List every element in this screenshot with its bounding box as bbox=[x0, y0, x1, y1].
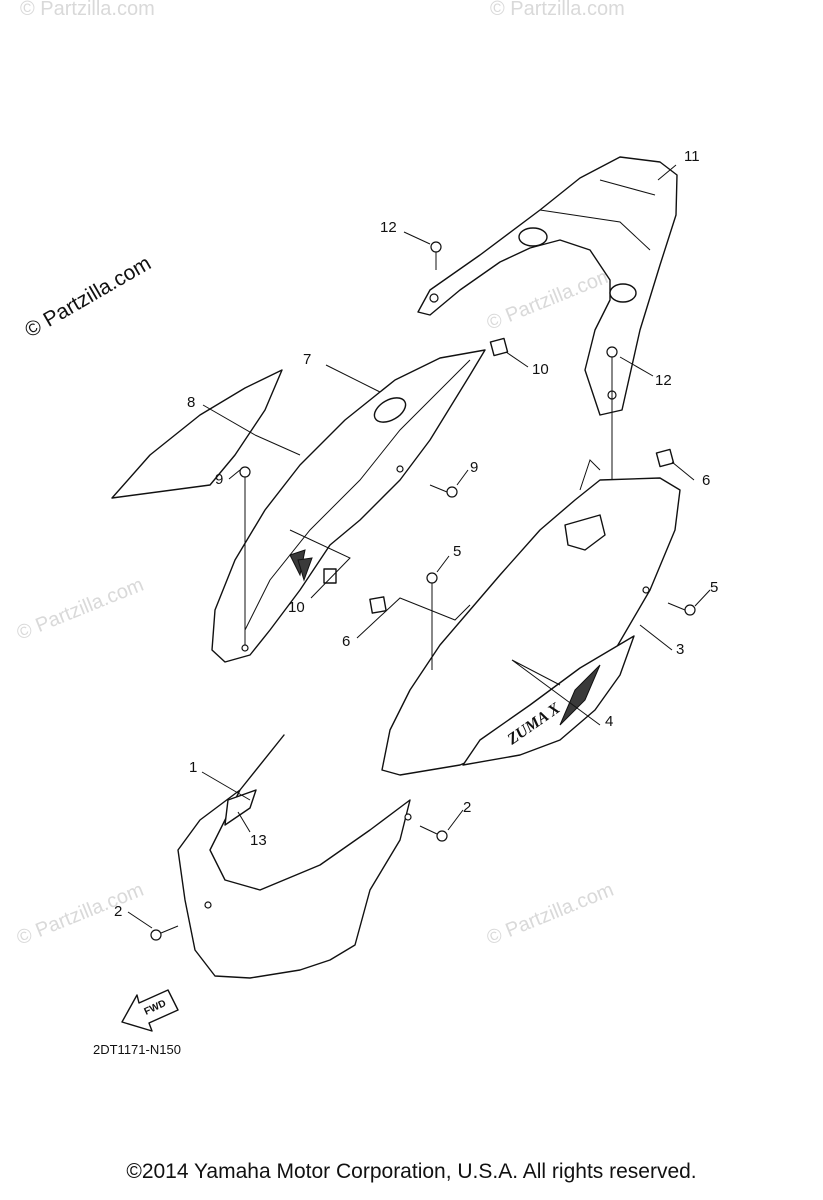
part-side-cover-right bbox=[381, 459, 681, 776]
clip-6-right bbox=[655, 448, 675, 468]
callout-12: 12 bbox=[655, 372, 672, 389]
watermark-main: © Partzilla.com bbox=[21, 252, 155, 343]
watermark-faint: © Partzilla.com bbox=[20, 0, 155, 20]
watermark-faint: © Partzilla.com bbox=[484, 264, 617, 335]
screw-12-top bbox=[430, 241, 442, 253]
callout-11: 11 bbox=[684, 148, 700, 165]
screw-2-left bbox=[150, 929, 162, 941]
callout-10: 10 bbox=[532, 361, 549, 378]
clip-10-left bbox=[323, 568, 337, 584]
part-lower-cover bbox=[177, 734, 412, 979]
clip-10-top bbox=[489, 337, 509, 357]
callout-5: 5 bbox=[710, 579, 718, 596]
watermark-faint: © Partzilla.com bbox=[14, 879, 147, 950]
callout-6: 6 bbox=[342, 633, 350, 650]
callout-6: 6 bbox=[702, 472, 710, 489]
copyright-text: ©2014 Yamaha Motor Corporation, U.S.A. A… bbox=[126, 1160, 697, 1183]
screw-12-right bbox=[606, 346, 618, 358]
callout-9: 9 bbox=[215, 471, 223, 488]
callout-7: 7 bbox=[303, 351, 311, 368]
part-side-cover-left bbox=[211, 349, 486, 663]
screw-2-right bbox=[436, 830, 448, 842]
callout-4: 4 bbox=[605, 713, 613, 730]
screw-9-left bbox=[239, 466, 251, 478]
callout-13: 13 bbox=[250, 832, 267, 849]
screw-5-right bbox=[684, 604, 696, 616]
callout-1: 1 bbox=[189, 759, 197, 776]
fasteners bbox=[150, 241, 696, 941]
callout-12: 12 bbox=[380, 219, 397, 236]
callouts: 1 2 2 3 4 5 5 6 6 7 8 9 9 10 10 11 12 12… bbox=[114, 148, 718, 920]
callout-9: 9 bbox=[470, 459, 478, 476]
screw-9-right bbox=[446, 486, 458, 498]
callout-8: 8 bbox=[187, 394, 195, 411]
callout-2: 2 bbox=[463, 799, 471, 816]
callout-10: 10 bbox=[288, 599, 305, 616]
watermark-faint: © Partzilla.com bbox=[490, 0, 625, 20]
diagram-code: 2DT1171-N150 bbox=[93, 1042, 181, 1057]
part-decal-left bbox=[111, 369, 283, 499]
fwd-arrow: FWD bbox=[121, 989, 179, 1032]
watermark-faint: © Partzilla.com bbox=[14, 574, 147, 645]
clip-6-left bbox=[369, 596, 387, 614]
callout-5: 5 bbox=[453, 543, 461, 560]
screw-5-top bbox=[426, 572, 438, 584]
callout-3: 3 bbox=[676, 641, 684, 658]
callout-2: 2 bbox=[114, 903, 122, 920]
leader-lines bbox=[127, 164, 711, 929]
watermark-faint: © Partzilla.com bbox=[484, 879, 617, 950]
